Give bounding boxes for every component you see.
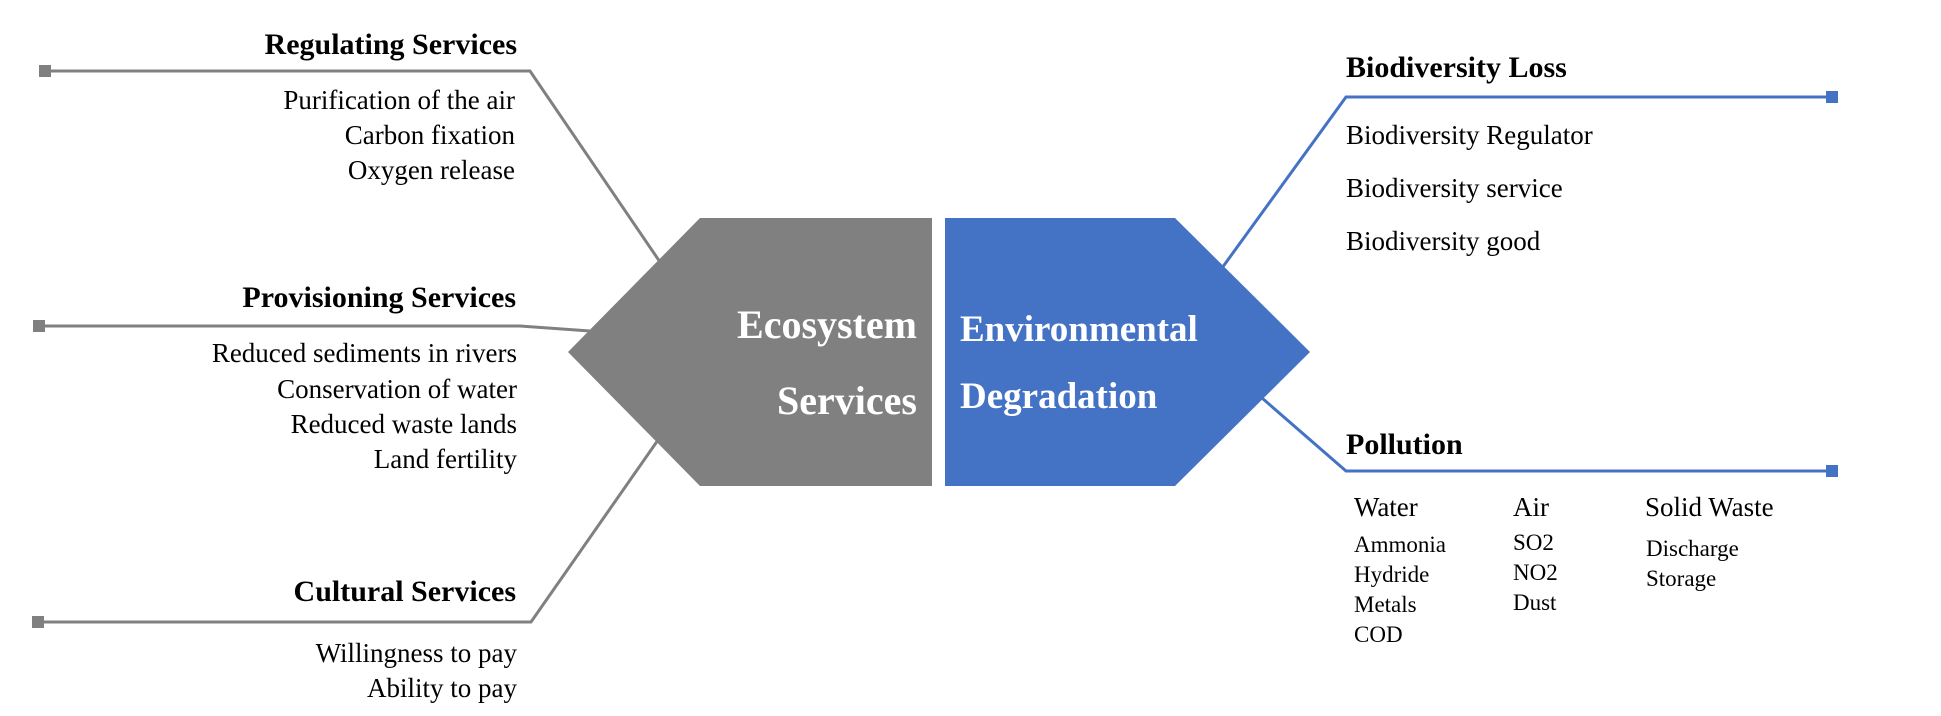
- ecosystem-label-line2: Services: [777, 378, 917, 423]
- cultural-item: Willingness to pay: [315, 638, 517, 668]
- provisioning-connector: [40, 324, 591, 333]
- biodiversity-endpoint: [1826, 91, 1838, 103]
- biodiversity-title: Biodiversity Loss: [1346, 51, 1567, 84]
- regulating-endpoint: [39, 65, 51, 77]
- cultural-connector: [38, 439, 660, 624]
- cultural-endpoint: [32, 616, 44, 628]
- pollution-connector: [1261, 396, 1832, 473]
- pollution-group-solid-waste: Solid Waste: [1645, 492, 1774, 522]
- pollution-group-water: Water: [1354, 492, 1418, 522]
- regulating-title: Regulating Services: [264, 28, 517, 61]
- pollution-group-air: Air: [1513, 492, 1549, 522]
- regulating-item: Carbon fixation: [344, 120, 515, 150]
- water-item: Metals: [1354, 592, 1417, 617]
- biodiversity-item: Biodiversity Regulator: [1346, 120, 1593, 150]
- regulating-item: Purification of the air: [283, 85, 515, 115]
- degradation-label-line2: Degradation: [960, 376, 1158, 417]
- provisioning-item: Conservation of water: [277, 374, 517, 404]
- air-item: NO2: [1513, 560, 1558, 585]
- provisioning-item: Reduced waste lands: [290, 409, 517, 439]
- biodiversity-connector: [1220, 95, 1832, 269]
- pollution-endpoint: [1826, 465, 1838, 477]
- provisioning-endpoint: [33, 320, 45, 332]
- regulating-item: Oxygen release: [347, 155, 515, 185]
- provisioning-item: Land fertility: [373, 444, 517, 474]
- cultural-item: Ability to pay: [367, 673, 517, 703]
- biodiversity-item: Biodiversity good: [1346, 226, 1541, 256]
- biodiversity-item: Biodiversity service: [1346, 173, 1563, 203]
- pollution-title: Pollution: [1346, 428, 1463, 461]
- ecosystem-services-shape: [568, 218, 932, 486]
- air-item: SO2: [1513, 530, 1554, 555]
- provisioning-item: Reduced sediments in rivers: [211, 338, 517, 368]
- water-item: Hydride: [1354, 562, 1430, 587]
- cultural-title: Cultural Services: [293, 575, 516, 608]
- water-item: Ammonia: [1354, 532, 1446, 557]
- ecosystem-label-line1: Ecosystem: [737, 302, 917, 347]
- solid-waste-item: Storage: [1646, 566, 1717, 591]
- air-item: Dust: [1513, 590, 1557, 615]
- solid-waste-item: Discharge: [1646, 536, 1739, 561]
- environmental-degradation-shape: [945, 218, 1310, 486]
- provisioning-title: Provisioning Services: [242, 281, 516, 314]
- regulating-connector: [45, 69, 662, 263]
- degradation-label-line1: Environmental: [960, 309, 1198, 350]
- water-item: COD: [1354, 622, 1403, 647]
